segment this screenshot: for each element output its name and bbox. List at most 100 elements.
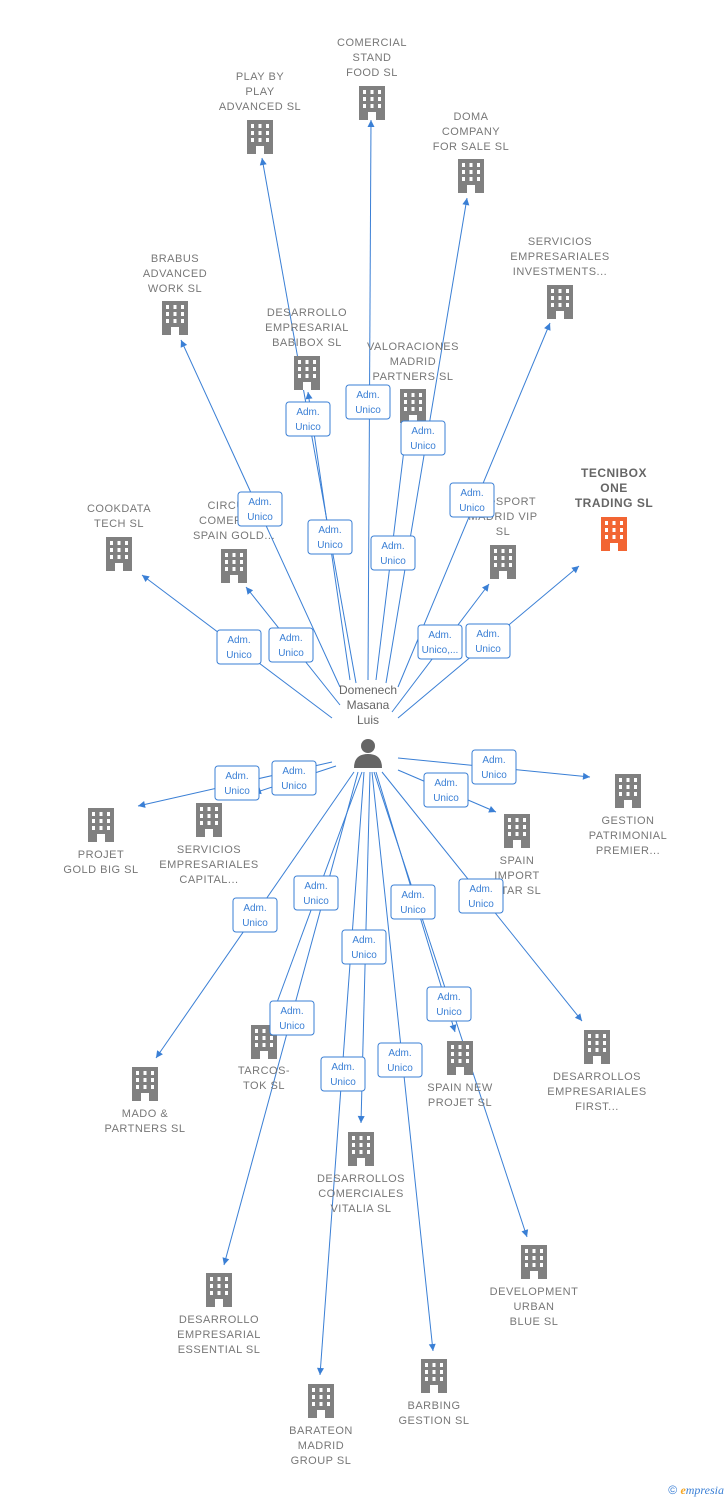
building-icon	[294, 356, 320, 390]
company-label: GESTION	[601, 815, 654, 827]
relation-badge-barateon[interactable]: Adm.Unico	[320, 1056, 366, 1092]
relation-label: Unico	[410, 441, 436, 452]
building-icon	[196, 803, 222, 837]
company-node-servicios-investments[interactable]: SERVICIOSEMPRESARIALESINVESTMENTS...	[510, 236, 609, 319]
building-icon	[521, 1245, 547, 1279]
relation-badge-desarrollos-first[interactable]: Adm.Unico	[458, 878, 504, 914]
relation-label: Adm.	[248, 497, 271, 508]
relation-badge-doma-company[interactable]: Adm.Unico	[370, 535, 416, 571]
building-icon	[162, 301, 188, 335]
building-icon	[206, 1273, 232, 1307]
copyright-footer[interactable]: © empresia	[668, 1483, 724, 1498]
person-name: Domenech	[339, 683, 397, 697]
relation-badge-play-by-play[interactable]: Adm.Unico	[307, 519, 353, 555]
relation-badge-barbing[interactable]: Adm.Unico	[377, 1042, 423, 1078]
company-label: COMERCIAL	[337, 37, 407, 49]
relation-badge-servicios-capital[interactable]: Adm.Unico	[271, 760, 317, 796]
company-label: PREMIER...	[596, 845, 660, 857]
relation-label: Unico	[279, 1021, 305, 1032]
relation-label: Unico	[355, 405, 381, 416]
company-node-desarrollos-first[interactable]: DESARROLLOSEMPRESARIALESFIRST...	[547, 1030, 646, 1113]
relation-label: Unico	[317, 540, 343, 551]
relation-label: Unico	[387, 1063, 413, 1074]
relation-label: Unico	[224, 786, 250, 797]
relation-badge-servicios-investments[interactable]: Adm.Unico	[449, 482, 495, 518]
relation-badge-cookdata[interactable]: Adm.Unico	[216, 629, 262, 665]
company-label: GESTION SL	[398, 1415, 469, 1427]
relation-badge-projet-gold[interactable]: Adm. Unico	[214, 765, 260, 801]
company-label: DESARROLLO	[267, 307, 347, 319]
relation-badge-desarrollos-vitalia[interactable]: Adm.Unico	[341, 929, 387, 965]
relation-badge-valoraciones[interactable]: Adm. Unico	[400, 420, 446, 456]
arrow-head	[462, 198, 470, 206]
company-label: BARBING	[407, 1400, 460, 1412]
relation-badge-gestion-patrimonial[interactable]: Adm.Unico	[471, 749, 517, 785]
company-label: WORK SL	[148, 283, 202, 295]
relation-label: Adm.	[225, 771, 248, 782]
relation-label: Adm.	[411, 426, 434, 437]
building-icon	[308, 1384, 334, 1418]
relation-badge-development-urban[interactable]: Adm.Unico	[390, 884, 436, 920]
relation-label: Unico	[475, 644, 501, 655]
relation-label: Adm.	[227, 635, 250, 646]
arrow-head	[571, 566, 579, 574]
company-label: COOKDATA	[87, 503, 151, 515]
company-label: PATRIMONIAL	[589, 830, 667, 842]
relation-badge-mado-partners[interactable]: Adm.Unico	[232, 897, 278, 933]
company-label: DOMA	[454, 111, 489, 123]
relation-label: Unico	[351, 950, 377, 961]
company-label: IMPORT	[494, 870, 540, 882]
relation-badge-madsport[interactable]: Adm.Unico,...	[417, 624, 463, 660]
person-name: Masana	[347, 698, 390, 712]
company-node-tarcos-tok[interactable]: TARCOS-TOK SL	[238, 1025, 290, 1092]
company-node-gestion-patrimonial[interactable]: GESTION PATRIMONIAL PREMIER...	[589, 774, 667, 857]
relation-label: Adm.	[434, 778, 457, 789]
company-label: ADVANCED	[143, 268, 207, 280]
relation-badge-tecnibox[interactable]: Adm.Unico	[465, 623, 511, 659]
relation-badge-tarcos-tok[interactable]: Adm.Unico	[269, 1000, 315, 1036]
company-node-servicios-capital[interactable]: SERVICIOSEMPRESARIALESCAPITAL...	[159, 803, 258, 886]
relation-badge-spain-new-projet[interactable]: Adm. Unico	[426, 986, 472, 1022]
company-label: MADO &	[122, 1108, 169, 1120]
relation-badge-brabus[interactable]: Adm.Unico	[237, 491, 283, 527]
relation-badge-desarrollo-babibox[interactable]: Adm.Unico	[285, 401, 331, 437]
building-icon	[421, 1359, 447, 1393]
company-label: PARTNERS SL	[373, 371, 454, 383]
company-node-barbing[interactable]: BARBING GESTION SL	[398, 1359, 469, 1427]
relation-label: Unico	[281, 781, 307, 792]
company-label: GOLD BIG SL	[63, 864, 138, 876]
relation-badge-comercial-stand[interactable]: Adm.Unico	[345, 384, 391, 420]
arrow-head	[156, 1050, 163, 1058]
relation-badge-spain-import[interactable]: Adm.Unico	[423, 772, 469, 808]
relation-label: Adm.	[469, 884, 492, 895]
arrow-head	[574, 1013, 582, 1021]
company-label: ESSENTIAL SL	[178, 1344, 261, 1356]
relation-label: Unico	[436, 1007, 462, 1018]
company-node-mado-partners[interactable]: MADO &PARTNERS SL	[105, 1067, 186, 1135]
relation-badge-desarrollo-essential[interactable]: Adm.Unico	[293, 875, 339, 911]
company-label: PLAY BY	[236, 71, 285, 83]
company-label: EMPRESARIALES	[547, 1086, 646, 1098]
company-label: BLUE SL	[510, 1316, 559, 1328]
relation-badge-circulo[interactable]: Adm.Unico	[268, 627, 314, 663]
relation-label: Adm.	[437, 992, 460, 1003]
